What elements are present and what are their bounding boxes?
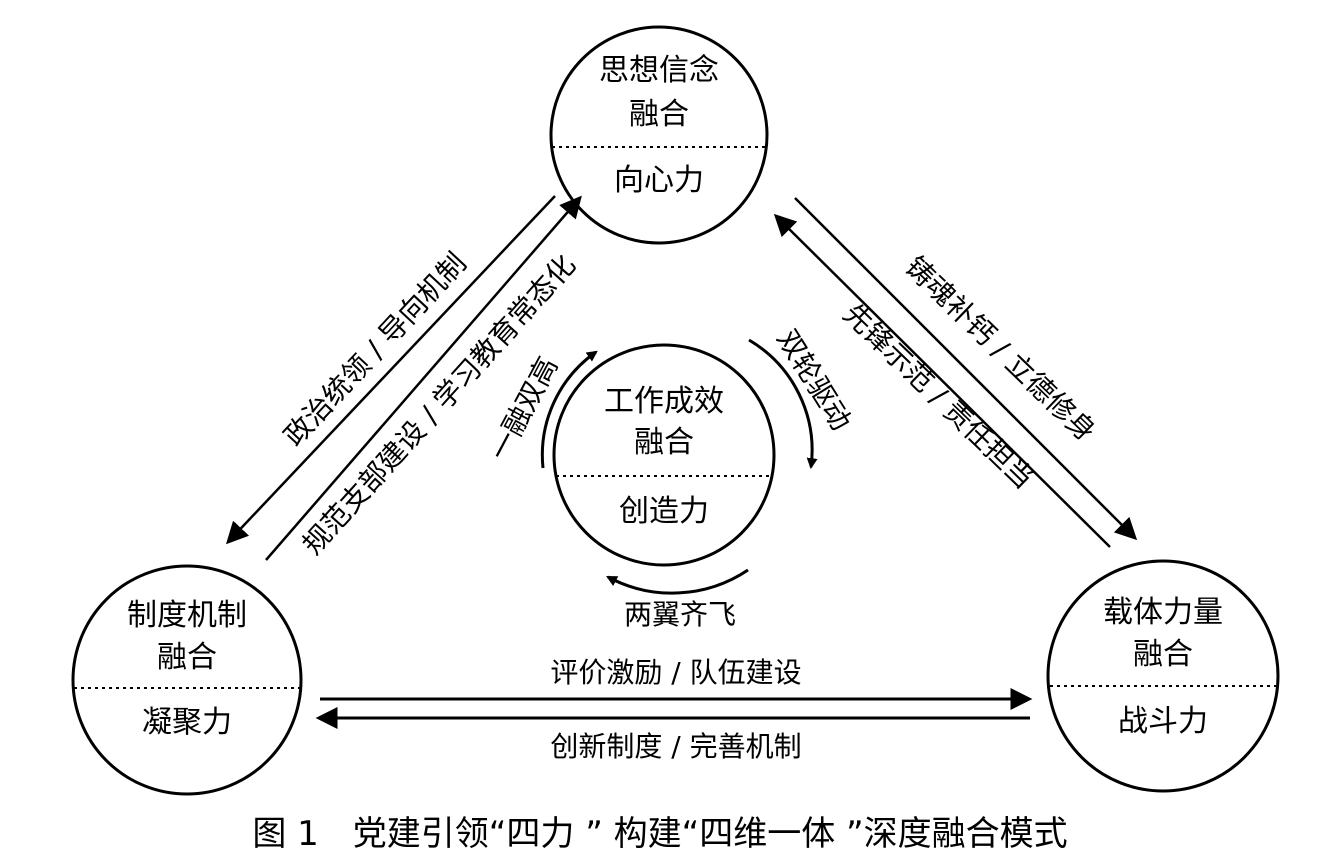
node-title-line1: 工作成效 [604, 384, 724, 419]
figure-caption: 图 1 党建引领“四力 ” 构建“四维一体 ”深度融合模式 [252, 814, 1067, 854]
node-title-line2: 融合 [634, 425, 694, 460]
node-title-line2: 融合 [629, 97, 689, 132]
edge-label-left-to-right: 评价激励 / 队伍建设 [550, 656, 801, 689]
arrow-top-to-left [225, 195, 556, 545]
node-force-label: 战斗力 [1118, 704, 1208, 739]
cycle-arrow-right [748, 338, 818, 470]
node-carrier-strength: 载体力量 融合 战斗力 [1046, 559, 1280, 793]
node-title-line2: 融合 [157, 640, 217, 675]
cycle-label-right: 双轮驱动 [770, 324, 857, 436]
arrow-right-to-top [773, 213, 1111, 548]
node-force-label: 向心力 [614, 163, 704, 198]
node-work-outcome: 工作成效 融合 创造力 [552, 343, 776, 567]
node-force-label: 创造力 [619, 494, 709, 529]
node-title-line1: 载体力量 [1103, 595, 1223, 630]
edge-label-top-to-right: 铸魂补钙 / 立德修身 [899, 250, 1103, 448]
node-circle [71, 564, 303, 796]
arrow-left-to-top [265, 195, 582, 561]
node-title-line1: 制度机制 [127, 598, 247, 633]
node-circle [1046, 559, 1280, 793]
cycle-arrow-left [540, 350, 598, 469]
node-title-line1: 思想信念 [599, 53, 719, 88]
cycle-label-bottom: 两翼齐飞 [624, 598, 736, 631]
node-circle [552, 343, 776, 567]
node-title-line2: 融合 [1133, 637, 1193, 672]
arrow-top-to-right [794, 197, 1138, 541]
edge-label-right-to-left: 创新制度 / 完善机制 [550, 730, 801, 763]
node-system-mechanism: 制度机制 融合 凝聚力 [71, 564, 303, 796]
cycle-arrow-bottom [606, 568, 749, 595]
node-force-label: 凝聚力 [142, 705, 232, 740]
node-circle [549, 25, 769, 245]
edge-label-right-to-top: 先锋示范 / 责任担当 [837, 297, 1041, 495]
node-thought-belief: 思想信念 融合 向心力 [549, 25, 769, 245]
